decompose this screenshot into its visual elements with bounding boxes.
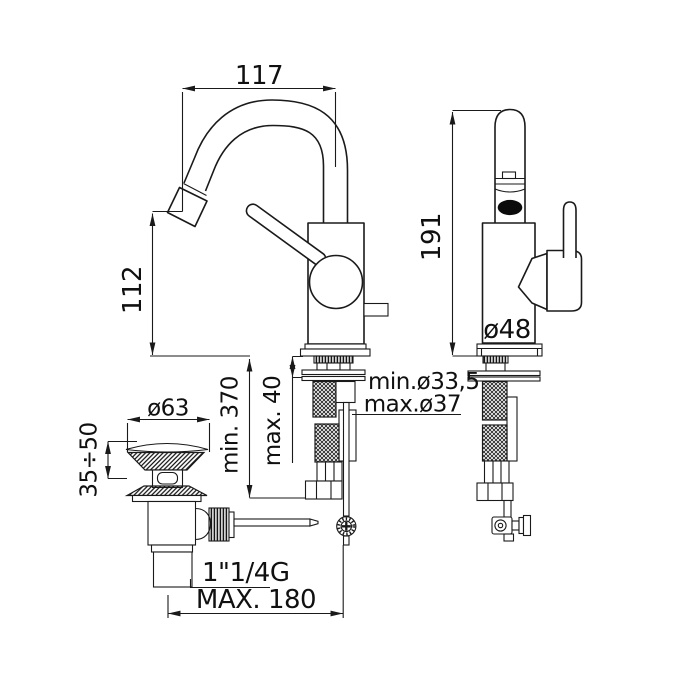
dim-hole-min-label: min.ø33,5 xyxy=(368,369,479,395)
front-mounting-shank xyxy=(301,355,366,500)
waste-upper-knurl xyxy=(126,451,206,471)
dim-spout-height-label: 112 xyxy=(118,266,148,314)
waste-flange xyxy=(131,494,202,503)
dim-hose-length-label: min. 370 xyxy=(218,376,244,474)
dim-waste-thread: 1"1/4G xyxy=(189,558,290,589)
dim-rod-length: MAX. 180 xyxy=(167,545,344,618)
front-cartridge-circle xyxy=(308,254,364,310)
side-spout-joint xyxy=(494,171,526,216)
dim-spout-reach-label: 117 xyxy=(235,61,283,91)
dim-hose-length: min. 370 xyxy=(218,359,305,499)
dim-waste-cap-diameter: ø63 xyxy=(126,396,211,452)
front-spout xyxy=(166,99,349,228)
side-aerator xyxy=(497,199,523,216)
waste-lower-knurl xyxy=(124,485,208,497)
waste-knurled-nut xyxy=(208,507,230,542)
dim-deck-thickness: max. 40 xyxy=(260,355,303,467)
side-spout xyxy=(494,108,526,223)
waste-drain xyxy=(124,442,319,588)
waste-body xyxy=(147,500,197,546)
waste-side-outlet xyxy=(195,507,212,541)
waste-tailpipe xyxy=(152,551,193,588)
dim-spout-reach: 117 xyxy=(181,61,337,212)
dim-waste-cap-diameter-label: ø63 xyxy=(147,396,189,422)
dim-deck-thickness-label: max. 40 xyxy=(260,376,286,467)
dim-body-diameter-label: ø48 xyxy=(483,315,531,345)
side-handle xyxy=(517,201,583,312)
side-base-flange xyxy=(476,343,543,357)
dim-body-diameter: ø48 xyxy=(483,315,531,345)
side-rod-linkage xyxy=(491,514,532,542)
dim-spout-height: 112 xyxy=(118,210,250,357)
dim-hole-max-label: max.ø37 xyxy=(364,392,461,418)
dim-rod-length-label: MAX. 180 xyxy=(196,585,316,615)
side-mounting-shank xyxy=(467,355,541,518)
front-base-flange xyxy=(299,343,371,357)
dim-waste-height-range: 35÷50 xyxy=(77,422,137,498)
front-spout-outlet xyxy=(166,186,208,228)
dim-waste-thread-label: 1"1/4G xyxy=(202,558,290,588)
dim-overall-height-label: 191 xyxy=(417,213,447,261)
front-popup-rod xyxy=(336,401,357,546)
front-view xyxy=(166,99,389,546)
front-popup-knob xyxy=(363,302,389,317)
dim-waste-height-range-label: 35÷50 xyxy=(77,422,103,497)
side-handle-lever xyxy=(562,201,577,258)
waste-cap-dome xyxy=(125,442,209,453)
side-view xyxy=(467,108,583,542)
waste-horizontal-rod xyxy=(233,518,311,527)
dim-hole-diameter: min.ø33,5 max.ø37 xyxy=(352,369,480,418)
dim-overall-height: 191 xyxy=(417,109,501,357)
